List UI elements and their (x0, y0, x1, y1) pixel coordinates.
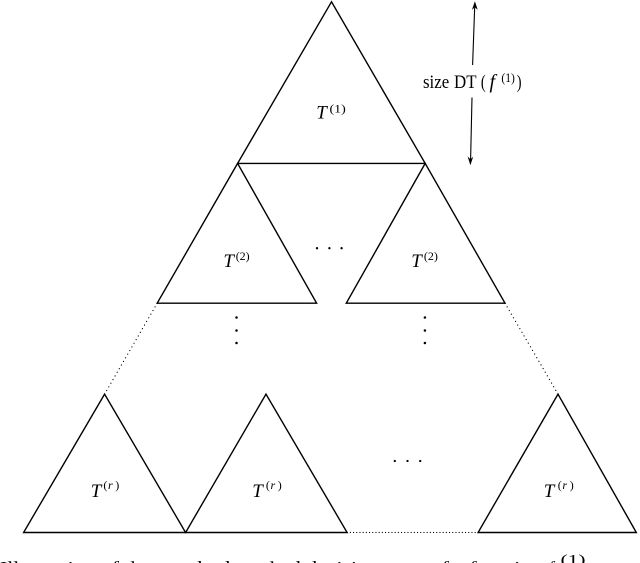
svg-text:T: T (91, 481, 103, 502)
svg-text:(: ( (481, 72, 486, 93)
svg-text:): ) (570, 478, 574, 492)
svg-text:(: ( (103, 478, 107, 492)
svg-text:Illustration of the standard s: Illustration of the standard stacked dec… (0, 558, 543, 563)
svg-text:T: T (544, 481, 556, 502)
svg-text:(: ( (266, 478, 270, 492)
svg-text:(1): (1) (330, 102, 346, 116)
svg-text:(2): (2) (236, 249, 250, 263)
svg-text:r: r (108, 478, 113, 492)
svg-text:DT: DT (454, 72, 477, 93)
svg-text:(1): (1) (561, 553, 587, 563)
svg-text:T: T (252, 481, 264, 502)
svg-text:r: r (271, 478, 276, 492)
svg-text:): ) (517, 72, 522, 93)
svg-text:f: f (490, 71, 498, 93)
svg-text:(: ( (558, 478, 562, 492)
svg-text:size: size (423, 72, 449, 93)
svg-text:T: T (223, 251, 235, 272)
svg-text:r: r (562, 478, 567, 492)
svg-text:(2): (2) (424, 249, 438, 263)
svg-text:f: f (549, 558, 556, 563)
svg-text:(1): (1) (501, 70, 515, 85)
svg-text:): ) (278, 478, 282, 492)
svg-text:): ) (115, 478, 119, 492)
svg-text:T: T (411, 251, 423, 272)
svg-text:T: T (316, 102, 328, 123)
